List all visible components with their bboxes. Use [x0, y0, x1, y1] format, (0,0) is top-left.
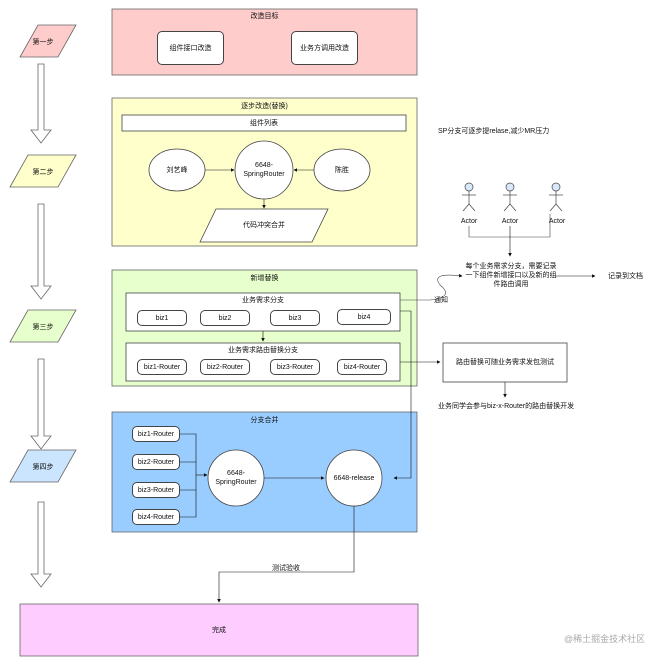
- flow-arrow-2: [30, 203, 52, 300]
- route-dev-note: 业务同学会参与biz-x-Router的路由替换开发: [438, 403, 575, 410]
- router-label: 6648- SpringRouter: [243, 162, 285, 178]
- router-item[interactable]: biz2-Router: [200, 359, 250, 375]
- component-list-label[interactable]: 组件列表: [250, 120, 278, 127]
- flow-arrow-3: [30, 358, 52, 450]
- step-3-label: 第三步: [32, 324, 54, 331]
- test-accept-label: 测试验收: [272, 565, 300, 572]
- release-label: 6648-release: [333, 475, 375, 482]
- merge-router-item[interactable]: biz4-Router: [132, 509, 180, 525]
- component-list-bar: [121, 114, 407, 132]
- conflict-parallelogram: [199, 208, 329, 243]
- step-2-label: 第二步: [32, 169, 54, 176]
- sp-note: SP分支可逐步提relase,减少MR压力: [438, 128, 550, 135]
- goal-item-caller[interactable]: 业务方调用改造: [291, 31, 358, 65]
- merge-router-item[interactable]: biz2-Router: [132, 454, 180, 470]
- actor-3-label: Actor: [548, 218, 566, 225]
- done-label: 完成: [212, 627, 226, 634]
- actor-1-label: Actor: [460, 218, 478, 225]
- step-2-shape: [9, 154, 77, 188]
- merge-title: 分支合并: [250, 417, 279, 424]
- router-item[interactable]: biz4-Router: [337, 359, 387, 375]
- flow-arrow-4: [30, 501, 52, 588]
- router-branch-title: 业务需求路由替换分支: [228, 347, 298, 354]
- router-item[interactable]: biz1-Router: [137, 359, 187, 375]
- route-test-box: [442, 342, 568, 383]
- notify-label: 通知: [434, 297, 448, 304]
- gradual-title: 逐步改造(替换): [241, 103, 288, 110]
- route-test-label: 路由替换可随业务需求发包测试: [456, 359, 554, 366]
- person-right-label: 陈胜: [335, 167, 349, 174]
- flow-arrow-1: [30, 63, 52, 144]
- goal-item-component[interactable]: 组件接口改造: [157, 31, 224, 65]
- step-4-shape: [9, 449, 77, 483]
- biz-item[interactable]: biz1: [137, 310, 187, 326]
- merge-router-label: 6648- SpringRouter: [215, 470, 257, 486]
- watermark: @稀土掘金技术社区: [564, 634, 646, 644]
- conflict-label: 代码冲突合并: [243, 222, 285, 229]
- biz-item[interactable]: biz2: [200, 310, 250, 326]
- biz-branch-title: 业务需求分支: [242, 297, 284, 304]
- person-left-label: 刘艺峰: [166, 167, 188, 174]
- merge-router-item[interactable]: biz1-Router: [132, 426, 180, 442]
- biz-item[interactable]: biz4: [337, 309, 391, 325]
- step-1-shape: [19, 24, 77, 58]
- step-1-label: 第一步: [32, 39, 54, 46]
- router-item[interactable]: biz3-Router: [270, 359, 320, 375]
- step-4-label: 第四步: [32, 464, 54, 471]
- merge-router-item[interactable]: biz3-Router: [132, 482, 180, 498]
- biz-item[interactable]: biz3: [270, 310, 320, 326]
- step-3-shape: [9, 309, 77, 343]
- done-container: [19, 603, 419, 657]
- record-target: 记录到文档: [608, 273, 643, 280]
- actor-figures: [462, 182, 563, 212]
- new-replace-title: 新增替换: [250, 275, 279, 282]
- record-note: 每个业务需求分支，需要记录一下组件新增接口以及新的组件路由调用: [465, 263, 557, 288]
- goal-title: 改造目标: [250, 13, 279, 20]
- actor-2-label: Actor: [501, 218, 519, 225]
